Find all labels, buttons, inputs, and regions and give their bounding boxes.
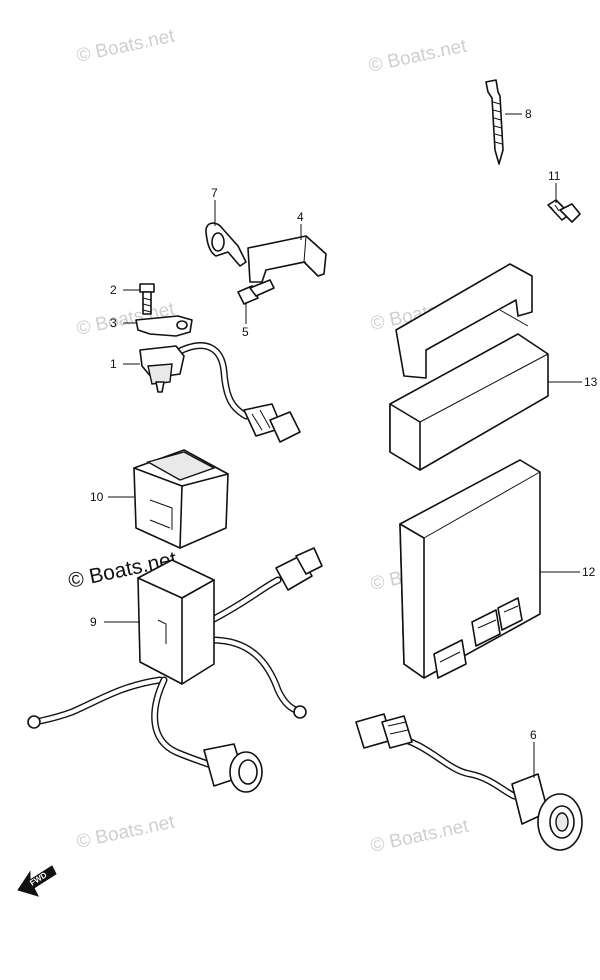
part-1-sensor[interactable]: [139, 342, 301, 443]
callout-7: 7: [211, 186, 218, 200]
callout-9: 9: [90, 615, 97, 629]
part-9-relay-harness[interactable]: [27, 547, 323, 793]
part-7-clamp[interactable]: [205, 222, 247, 267]
watermark: © Boats.net: [75, 26, 177, 67]
part-13-ecu-cover[interactable]: [389, 263, 549, 471]
part-6-socket-harness[interactable]: [355, 713, 583, 851]
watermark: © Boats.net: [369, 816, 471, 857]
callout-2: 2: [110, 283, 117, 297]
callout-8: 8: [525, 107, 532, 121]
part-11-bolt[interactable]: [547, 199, 581, 223]
watermark: © Boats.net: [367, 36, 469, 77]
callout-11: 11: [548, 169, 561, 183]
callout-1: 1: [110, 357, 117, 371]
part-10-boot[interactable]: [133, 449, 229, 549]
callout-13: 13: [584, 375, 598, 389]
callout-10: 10: [90, 490, 104, 504]
part-12-ecu[interactable]: [399, 459, 541, 679]
part-3-plate[interactable]: [135, 315, 193, 337]
callout-6: 6: [530, 728, 537, 742]
fwd-arrow-icon: FWD: [17, 865, 57, 897]
callout-3: 3: [110, 316, 117, 330]
callout-4: 4: [297, 210, 304, 224]
part-4-bracket[interactable]: [247, 235, 327, 283]
watermark: © Boats.net: [75, 812, 177, 853]
callout-12: 12: [582, 565, 596, 579]
part-8-cable-tie[interactable]: [485, 79, 504, 165]
part-5-screw[interactable]: [237, 279, 275, 305]
callout-5: 5: [242, 325, 249, 339]
part-2-screw[interactable]: [139, 283, 155, 315]
